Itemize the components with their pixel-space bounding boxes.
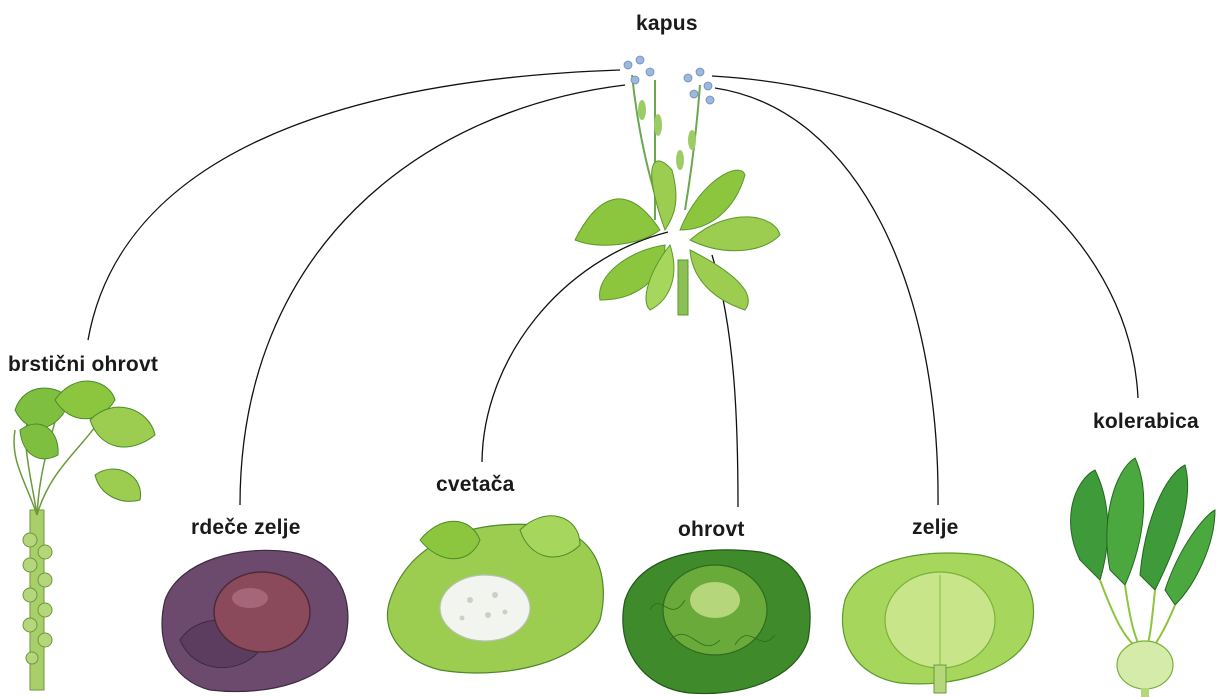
connector-zelje bbox=[715, 88, 938, 505]
rdeče-zelje-illustration bbox=[162, 550, 348, 691]
cvetača-illustration bbox=[387, 516, 603, 673]
kolerabica-illustration bbox=[1071, 458, 1215, 697]
brstični-ohrovt-illustration bbox=[14, 381, 155, 690]
kapus-plant-illustration bbox=[575, 56, 780, 315]
connector-rdeče-zelje bbox=[240, 85, 625, 505]
connector-brstični-ohrovt bbox=[88, 70, 620, 340]
ohrovt-illustration bbox=[623, 550, 810, 694]
zelje-illustration bbox=[842, 553, 1033, 693]
